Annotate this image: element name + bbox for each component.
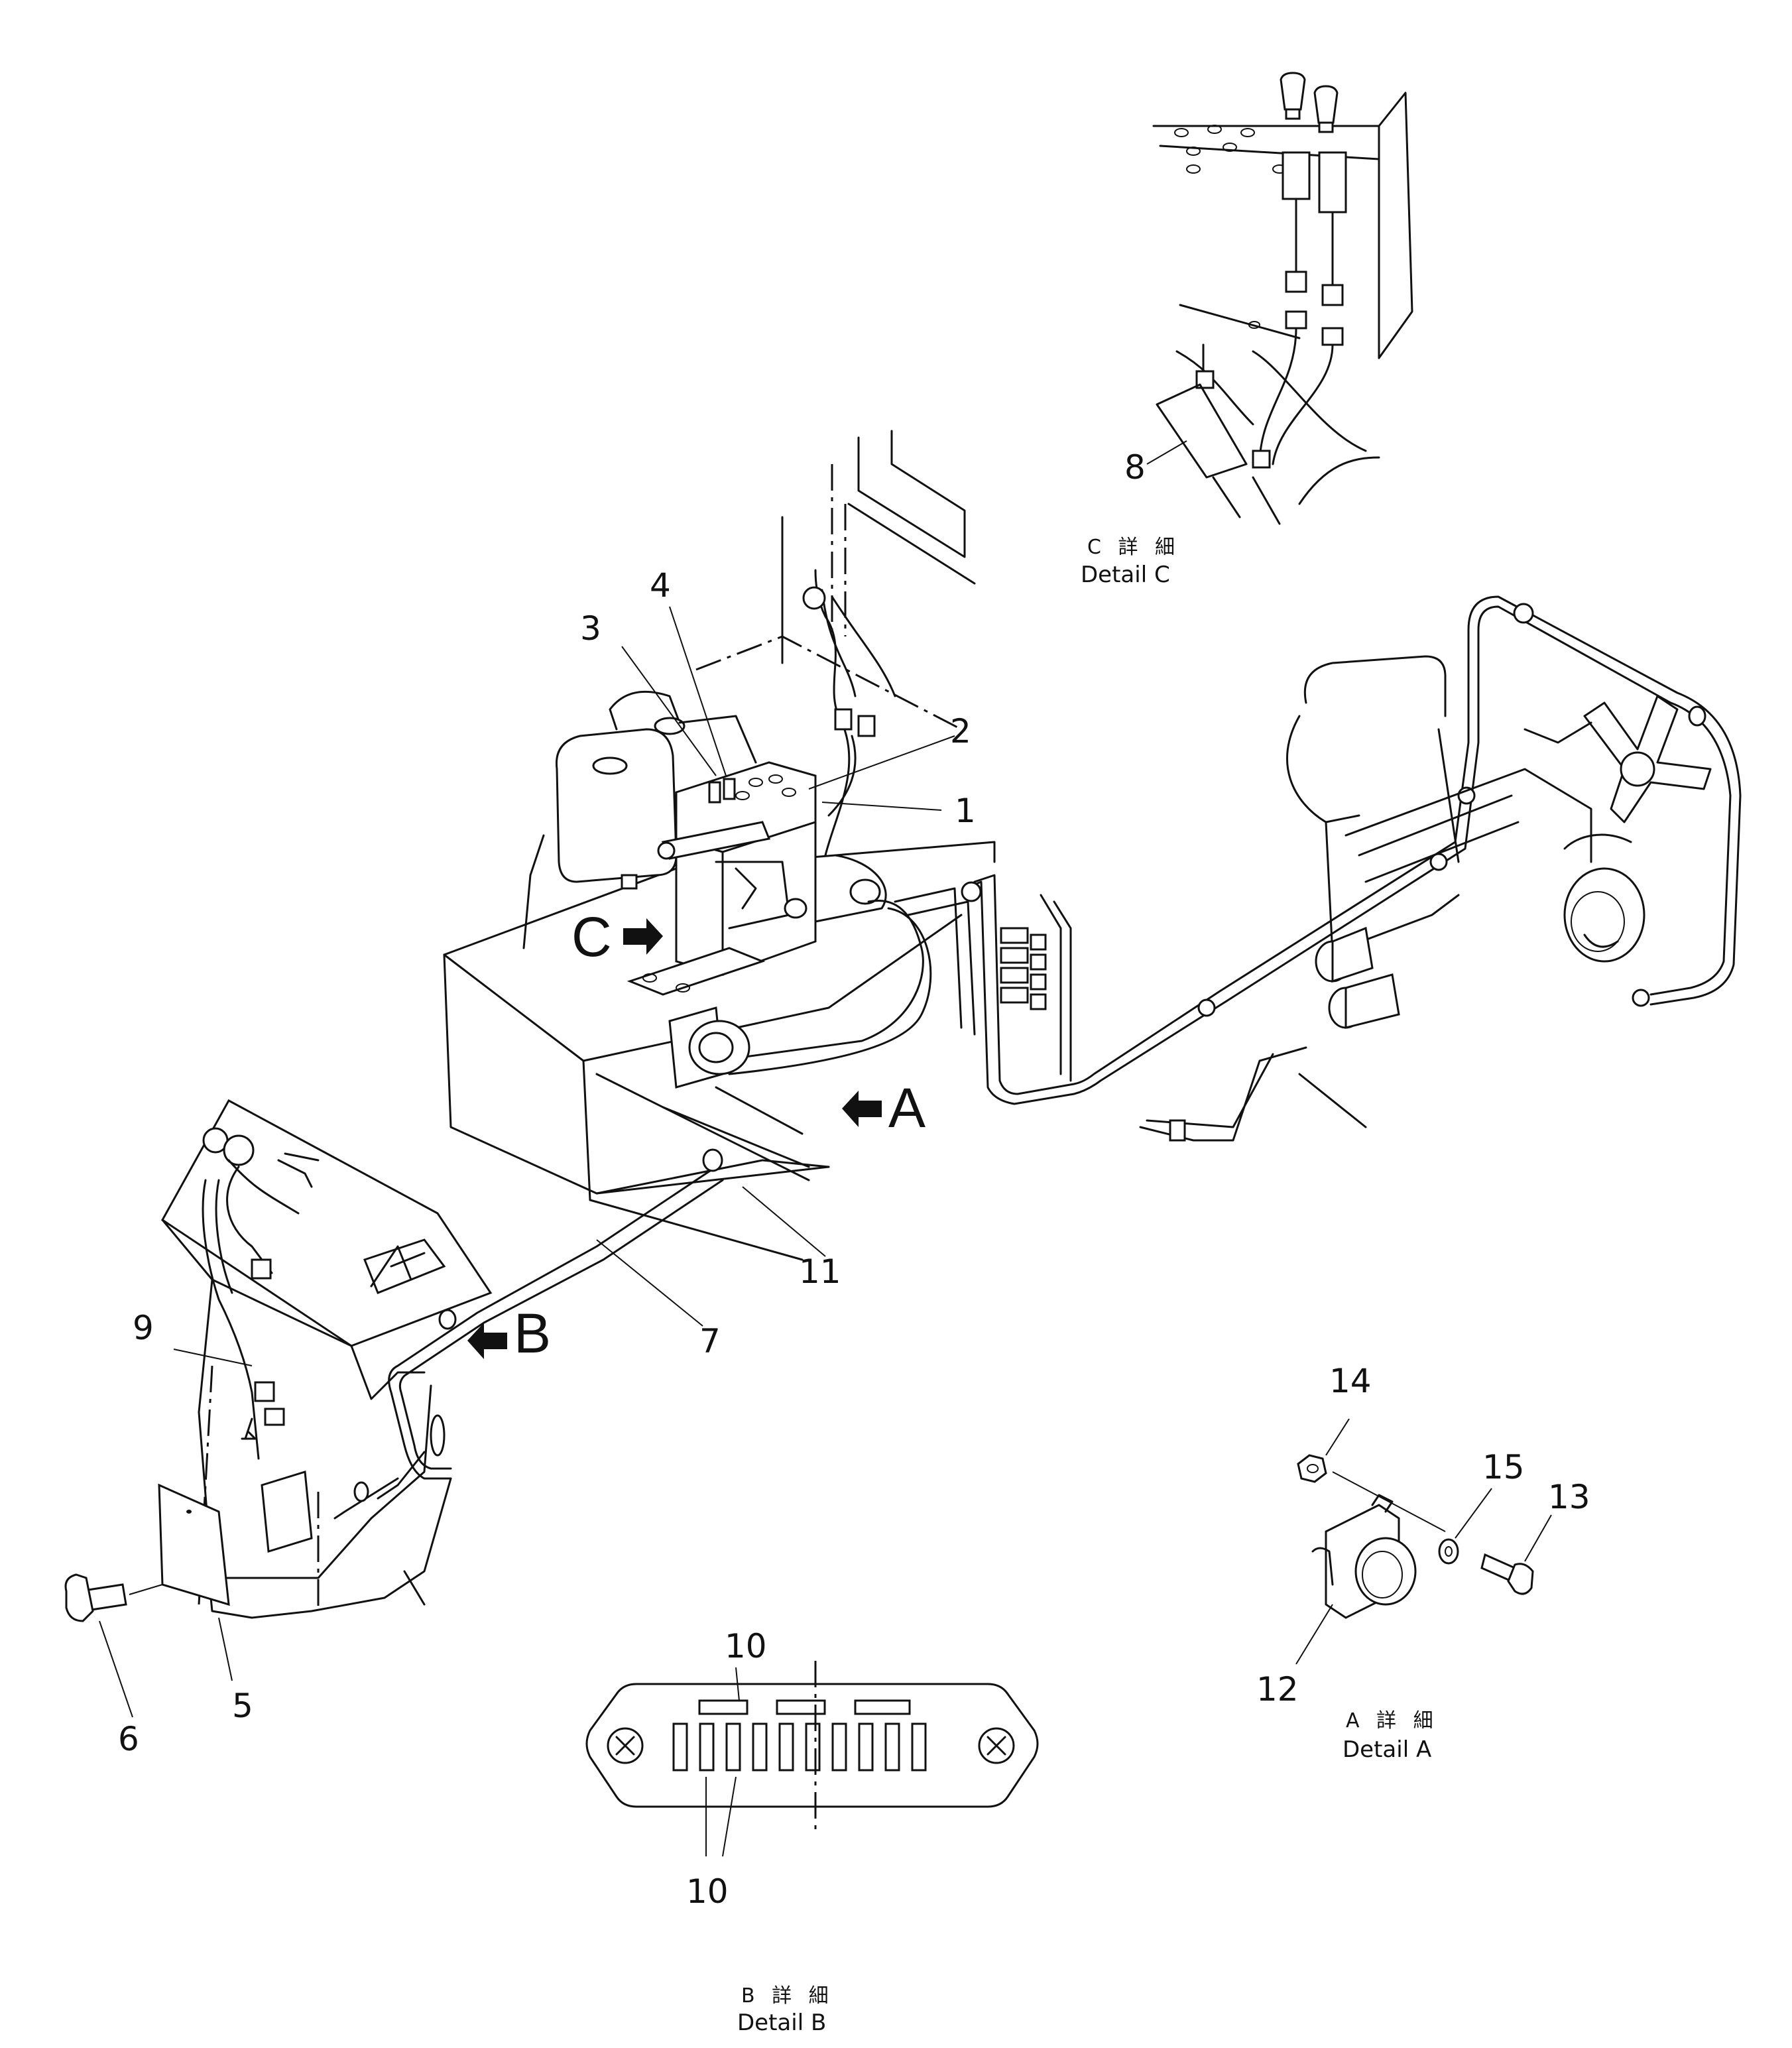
main-assembly-drawing [158,430,1742,1619]
callout-9: 9 [133,1309,154,1347]
callout-14: 14 [1329,1362,1372,1400]
detail-b-caption-en: Detail B [737,2010,826,2036]
callout-10-bottom: 10 [686,1872,729,1911]
view-arrow-a-label: A [888,1077,926,1139]
callout-6: 6 [118,1720,139,1758]
callout-15: 15 [1482,1448,1525,1486]
detail-a-drawing [1297,1454,1534,1619]
callout-5: 5 [232,1687,253,1725]
view-arrow-a: A [842,1077,926,1139]
callout-7: 7 [699,1322,721,1360]
leader-14 [1325,1418,1350,1456]
view-arrow-b: B [467,1302,551,1364]
detail-b-drawing [585,1661,1039,1857]
view-arrow-c-label: C [571,906,612,968]
detail-c-drawing [1152,72,1413,525]
leader-8 [1146,440,1187,465]
callout-8: 8 [1124,448,1146,487]
callout-2: 2 [950,712,971,751]
detail-b-caption-jp: B 詳 細 [741,1984,834,2008]
leader-13 [1524,1514,1552,1562]
callout-12: 12 [1256,1670,1299,1709]
callout-10-top: 10 [725,1627,767,1665]
callout-13: 13 [1548,1478,1590,1516]
view-arrow-b-label: B [514,1302,551,1364]
callout-3: 3 [580,609,601,648]
callout-11: 11 [799,1252,841,1291]
bolt-6-drawing [64,1573,163,1622]
detail-a-caption-en: Detail A [1343,1736,1431,1763]
callout-4: 4 [650,566,671,605]
leader-lines [99,606,955,1718]
detail-c-caption-jp: C 詳 細 [1087,536,1180,559]
leader-12 [1295,1604,1333,1665]
detail-a-caption-jp: A 詳 細 [1346,1709,1439,1732]
leader-15 [1455,1488,1492,1539]
callout-1: 1 [955,792,976,830]
detail-c-caption-en: Detail C [1081,562,1170,588]
view-arrow-c: C [571,906,663,968]
